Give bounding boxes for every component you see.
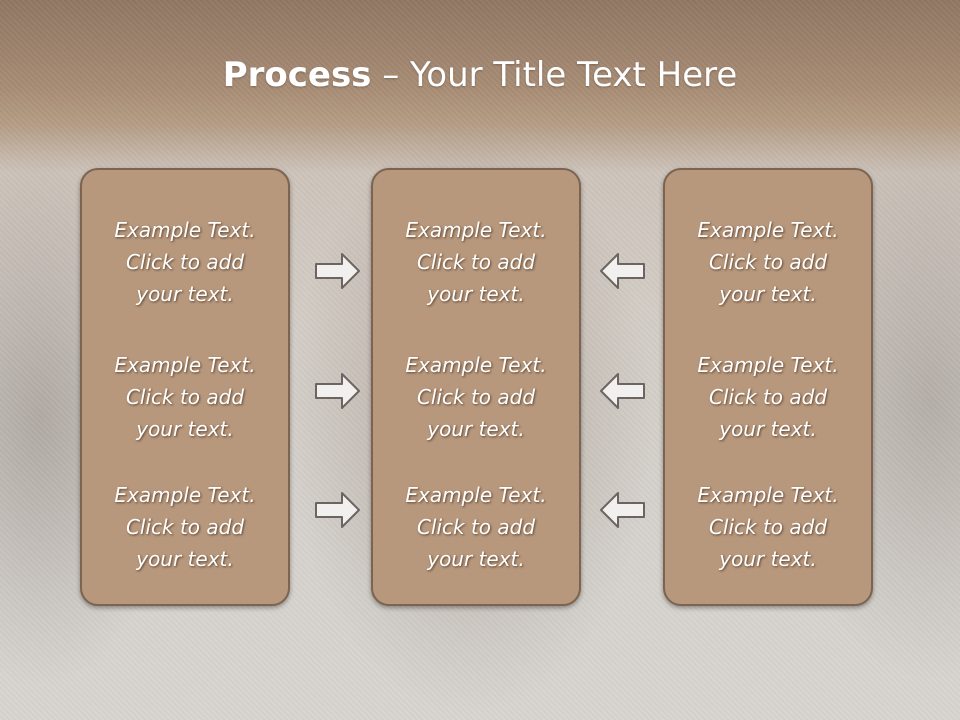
right-arrow-icon[interactable] [314, 251, 362, 291]
text-placeholder[interactable]: Example Text. Click to add your text. [373, 349, 579, 445]
text-placeholder[interactable]: Example Text. Click to add your text. [665, 349, 871, 445]
text-line: Click to add [416, 250, 536, 274]
text-placeholder[interactable]: Example Text. Click to add your text. [373, 479, 579, 575]
text-line: Click to add [708, 385, 828, 409]
text-placeholder[interactable]: Example Text. Click to add your text. [373, 214, 579, 310]
title-bold-part: Process [222, 55, 372, 95]
text-line: your text. [719, 417, 817, 441]
text-line: your text. [427, 417, 525, 441]
right-arrow-icon[interactable] [314, 371, 362, 411]
text-line: Example Text. [114, 483, 256, 507]
left-arrow-icon[interactable] [598, 251, 646, 291]
text-line: Click to add [416, 515, 536, 539]
text-line: Example Text. [697, 483, 839, 507]
left-arrow-icon[interactable] [598, 371, 646, 411]
text-line: Example Text. [114, 353, 256, 377]
right-arrow-icon[interactable] [314, 490, 362, 530]
text-line: Example Text. [697, 353, 839, 377]
text-line: Example Text. [405, 218, 547, 242]
text-line: your text. [719, 282, 817, 306]
text-line: your text. [427, 547, 525, 571]
text-line: Click to add [125, 515, 245, 539]
text-line: Example Text. [405, 353, 547, 377]
text-placeholder[interactable]: Example Text. Click to add your text. [82, 214, 288, 310]
text-line: Click to add [125, 250, 245, 274]
text-line: your text. [136, 282, 234, 306]
text-line: your text. [136, 417, 234, 441]
text-line: Example Text. [114, 218, 256, 242]
text-line: your text. [427, 282, 525, 306]
process-box-left[interactable]: Example Text. Click to add your text. Ex… [80, 168, 290, 606]
text-line: Click to add [708, 515, 828, 539]
text-line: Example Text. [697, 218, 839, 242]
text-line: Click to add [708, 250, 828, 274]
text-placeholder[interactable]: Example Text. Click to add your text. [665, 479, 871, 575]
text-placeholder[interactable]: Example Text. Click to add your text. [82, 349, 288, 445]
text-line: Example Text. [405, 483, 547, 507]
process-box-middle[interactable]: Example Text. Click to add your text. Ex… [371, 168, 581, 606]
text-placeholder[interactable]: Example Text. Click to add your text. [82, 479, 288, 575]
left-arrow-icon[interactable] [598, 490, 646, 530]
text-line: Click to add [125, 385, 245, 409]
slide-title[interactable]: Process – Your Title Text Here [0, 50, 960, 100]
process-box-right[interactable]: Example Text. Click to add your text. Ex… [663, 168, 873, 606]
text-line: Click to add [416, 385, 536, 409]
text-placeholder[interactable]: Example Text. Click to add your text. [665, 214, 871, 310]
text-line: your text. [719, 547, 817, 571]
title-rest-part: – Your Title Text Here [371, 55, 738, 95]
text-line: your text. [136, 547, 234, 571]
